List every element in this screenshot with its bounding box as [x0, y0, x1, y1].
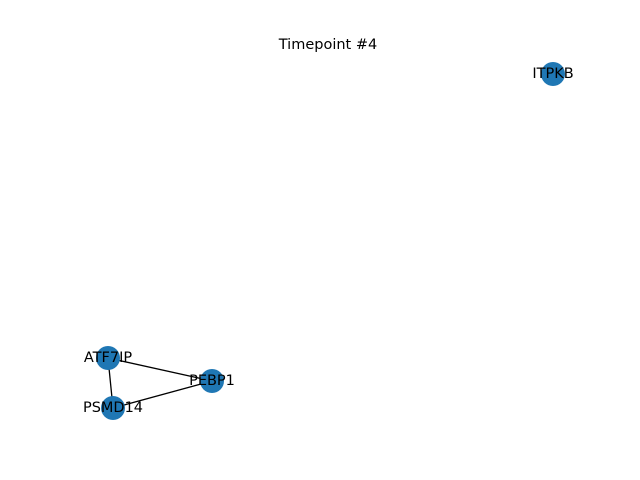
node-label-psmd14: PSMD14: [83, 400, 143, 416]
edge-psmd14-pebp1: [112, 380, 213, 409]
node-label-itpkb: ITPKB: [532, 66, 573, 82]
node-atf7ip: [96, 346, 120, 370]
node-pebp1: [200, 369, 224, 393]
edge-atf7ip-pebp1: [107, 357, 213, 382]
node-psmd14: [101, 396, 125, 420]
node-label-pebp1: PEBP1: [189, 373, 235, 389]
node-itpkb: [541, 62, 565, 86]
node-label-atf7ip: ATF7IP: [84, 350, 132, 366]
figure-title: Timepoint #4: [278, 37, 377, 53]
